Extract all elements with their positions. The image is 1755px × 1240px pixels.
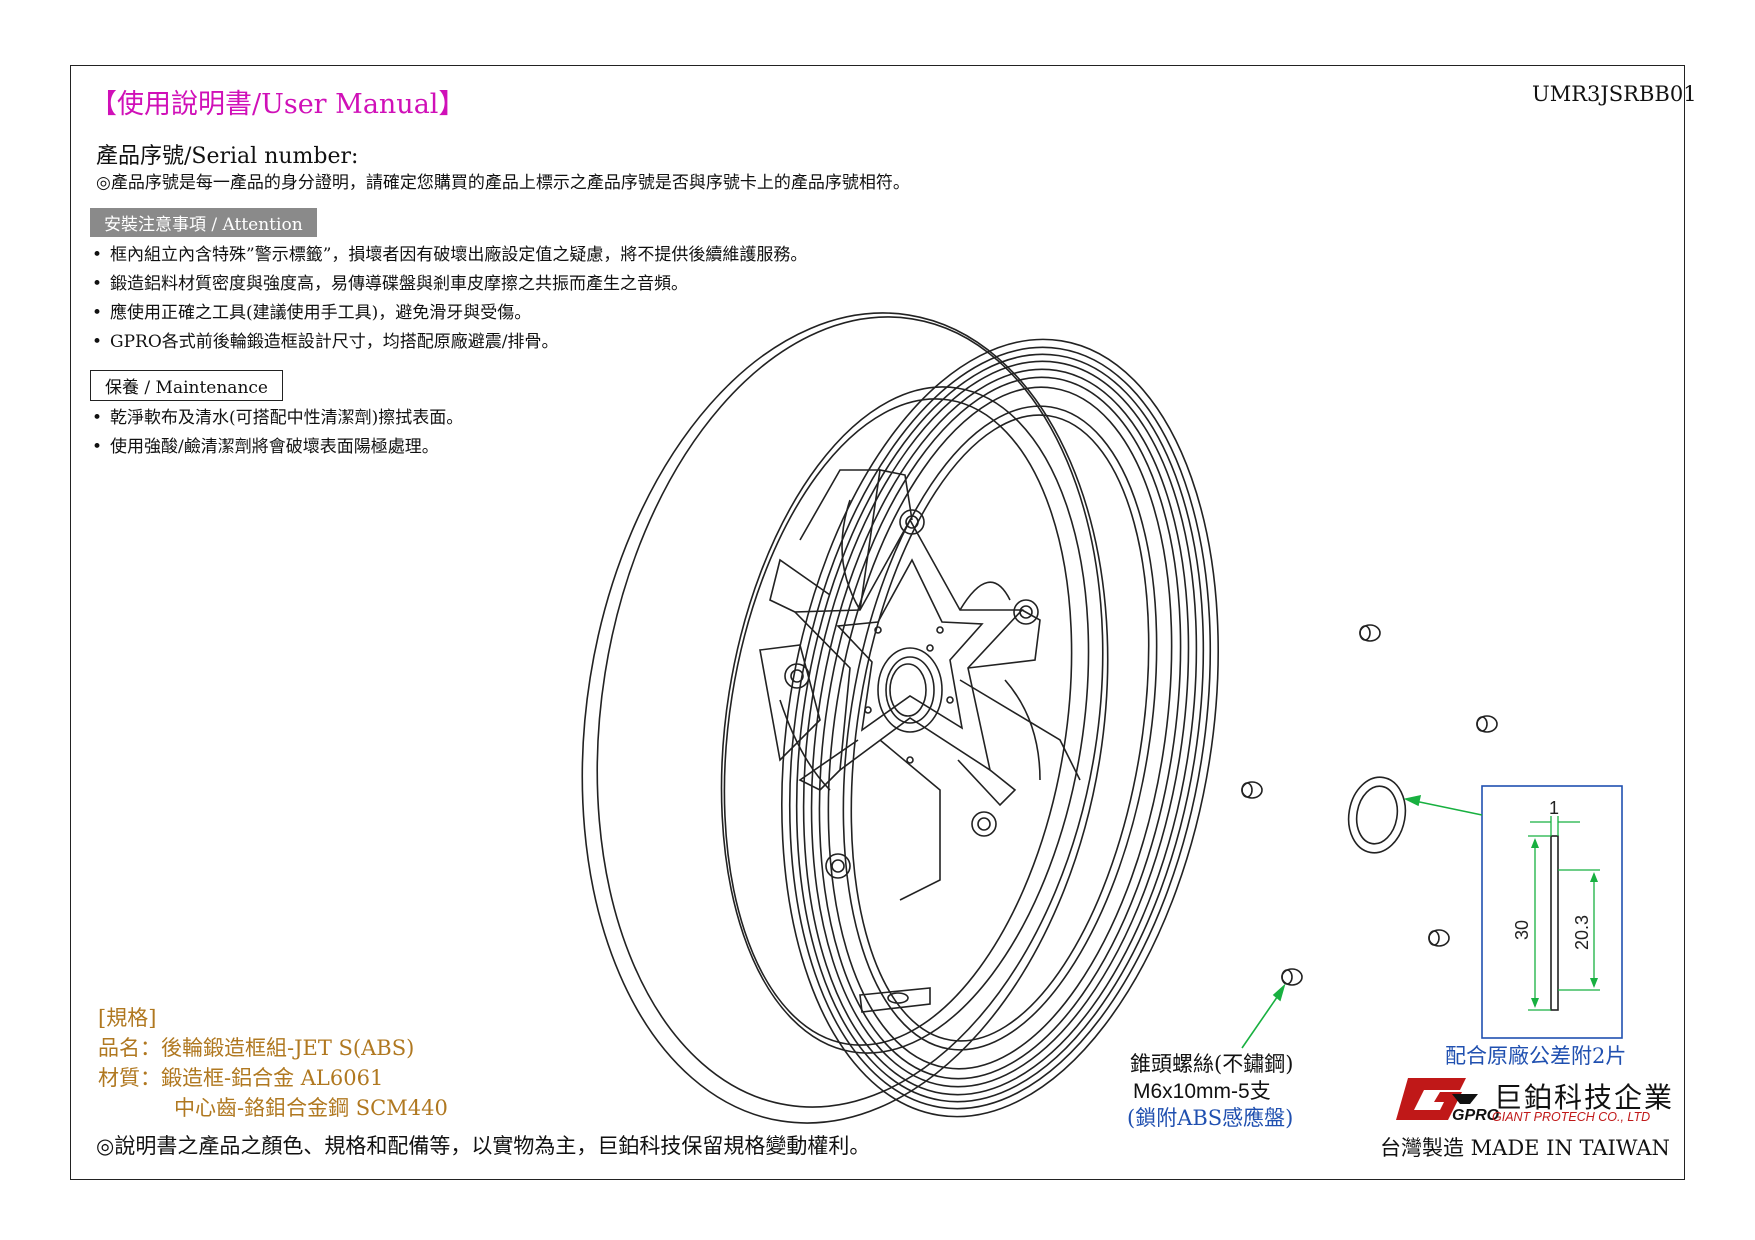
bolt-parts — [1241, 624, 1498, 986]
serial-number-label: 產品序號/Serial number: — [96, 144, 359, 169]
spacer-profile — [1550, 835, 1559, 1011]
dim-inner-label: 20.3 — [1572, 915, 1592, 950]
spacer-leader-line — [1409, 799, 1483, 816]
attention-item: 應使用正確之工具(建議使用手工具)，避免滑牙與受傷。 — [92, 298, 531, 323]
company-name-zh: 巨鉑科技企業 — [1494, 1081, 1675, 1114]
disclaimer-note: ◎說明書之產品之顏色、規格和配備等，以實物為主，巨鉑科技保留規格變動權利。 — [96, 1134, 871, 1158]
wheel-spokes — [759, 469, 1081, 901]
page-frame — [70, 65, 1685, 1180]
gpro-logo: GPRO — [1396, 1078, 1500, 1124]
maintenance-item: 使用強酸/鹼清潔劑將會破壞表面陽極處理。 — [92, 432, 439, 457]
maintenance-item: 乾淨軟布及清水(可搭配中性清潔劑)擦拭表面。 — [92, 403, 463, 428]
attention-item: 框內組立內含特殊”警示標籤”，損壞者因有破壞出廠設定值之疑慮，將不提供後續維護服… — [92, 240, 807, 265]
gpro-logo-text: GPRO — [1452, 1107, 1500, 1124]
manual-title: 【使用說明書/User Manual】 — [90, 89, 466, 120]
dim-thickness-label: 1 — [1549, 798, 1559, 818]
spacer-dimensions — [1528, 816, 1600, 1011]
leader-arrow — [1272, 983, 1286, 1002]
spec-product-name: 品名：後輪鍛造框組-JET S(ABS) — [98, 1036, 415, 1060]
spacer-tolerance-note: 配合原廠公差附2片 — [1445, 1044, 1627, 1068]
bolt-label-size: M6x10mm-5支 — [1133, 1080, 1271, 1103]
company-name-en: GIANT PROTECH CO., LTD — [1492, 1110, 1651, 1124]
spacer-detail-box — [1481, 785, 1623, 1039]
bolt-label-usage: (鎖附ABS感應盤) — [1127, 1106, 1294, 1130]
spacer-ring — [1347, 776, 1407, 854]
document-code: UMR3JSRBB01 — [1532, 82, 1697, 106]
spec-heading: [規格] — [98, 1006, 157, 1030]
serial-number-note: ◎產品序號是每一產品的身分證明，請確定您購買的產品上標示之產品序號是否與序號卡上… — [96, 173, 910, 193]
wheel-rim — [581, 312, 1219, 1124]
leader-arrow — [1403, 794, 1422, 807]
spec-material-2: 中心齒-鉻鉬合金鋼 SCM440 — [174, 1096, 448, 1120]
attention-heading: 安裝注意事項 / Attention — [90, 208, 317, 237]
bolt-leader-line — [1241, 989, 1283, 1049]
made-in-taiwan: 台灣製造 MADE IN TAIWAN — [1380, 1136, 1670, 1160]
bolt-label-name: 錐頭螺絲(不鏽鋼) — [1130, 1052, 1294, 1076]
dim-outer-label: 30 — [1512, 920, 1532, 940]
attention-item: 鍛造鋁料材質密度與強度高，易傳導碟盤與剎車皮摩擦之共振而產生之音頻。 — [92, 269, 688, 294]
maintenance-heading: 保養 / Maintenance — [90, 370, 283, 401]
wheel-hub — [784, 509, 1039, 879]
spec-material-1: 材質：鍛造框-鋁合金 AL6061 — [98, 1066, 384, 1090]
attention-item: GPRO各式前後輪鍛造框設計尺寸，均搭配原廠避震/排骨。 — [92, 327, 558, 352]
